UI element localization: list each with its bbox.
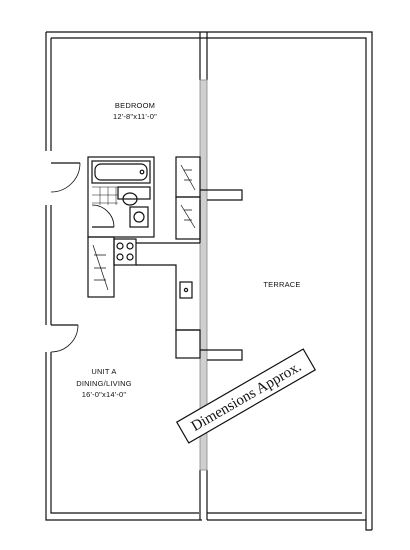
wall-stubs — [175, 329, 243, 361]
dimensions-stamp: Dimensions Approx. — [175, 348, 317, 444]
living-unit-label: UNIT A — [91, 367, 116, 376]
party-wall — [199, 32, 208, 520]
living-name: DINING/LIVING — [76, 379, 132, 388]
closets — [175, 156, 243, 243]
terrace-name: TERRACE — [263, 280, 300, 289]
bedroom-name: BEDROOM — [115, 101, 155, 110]
entry-door — [50, 324, 79, 353]
bathroom-tile — [92, 186, 118, 205]
kitchen — [87, 236, 200, 331]
living-dimensions: 16'-0"x14'-0" — [82, 390, 127, 399]
bedroom-door — [50, 162, 81, 193]
glazing-strip — [199, 79, 208, 471]
bedroom-dimensions: 12'-8"x11'-0" — [113, 112, 157, 121]
bathroom — [87, 156, 155, 238]
exterior-walls — [45, 31, 373, 531]
